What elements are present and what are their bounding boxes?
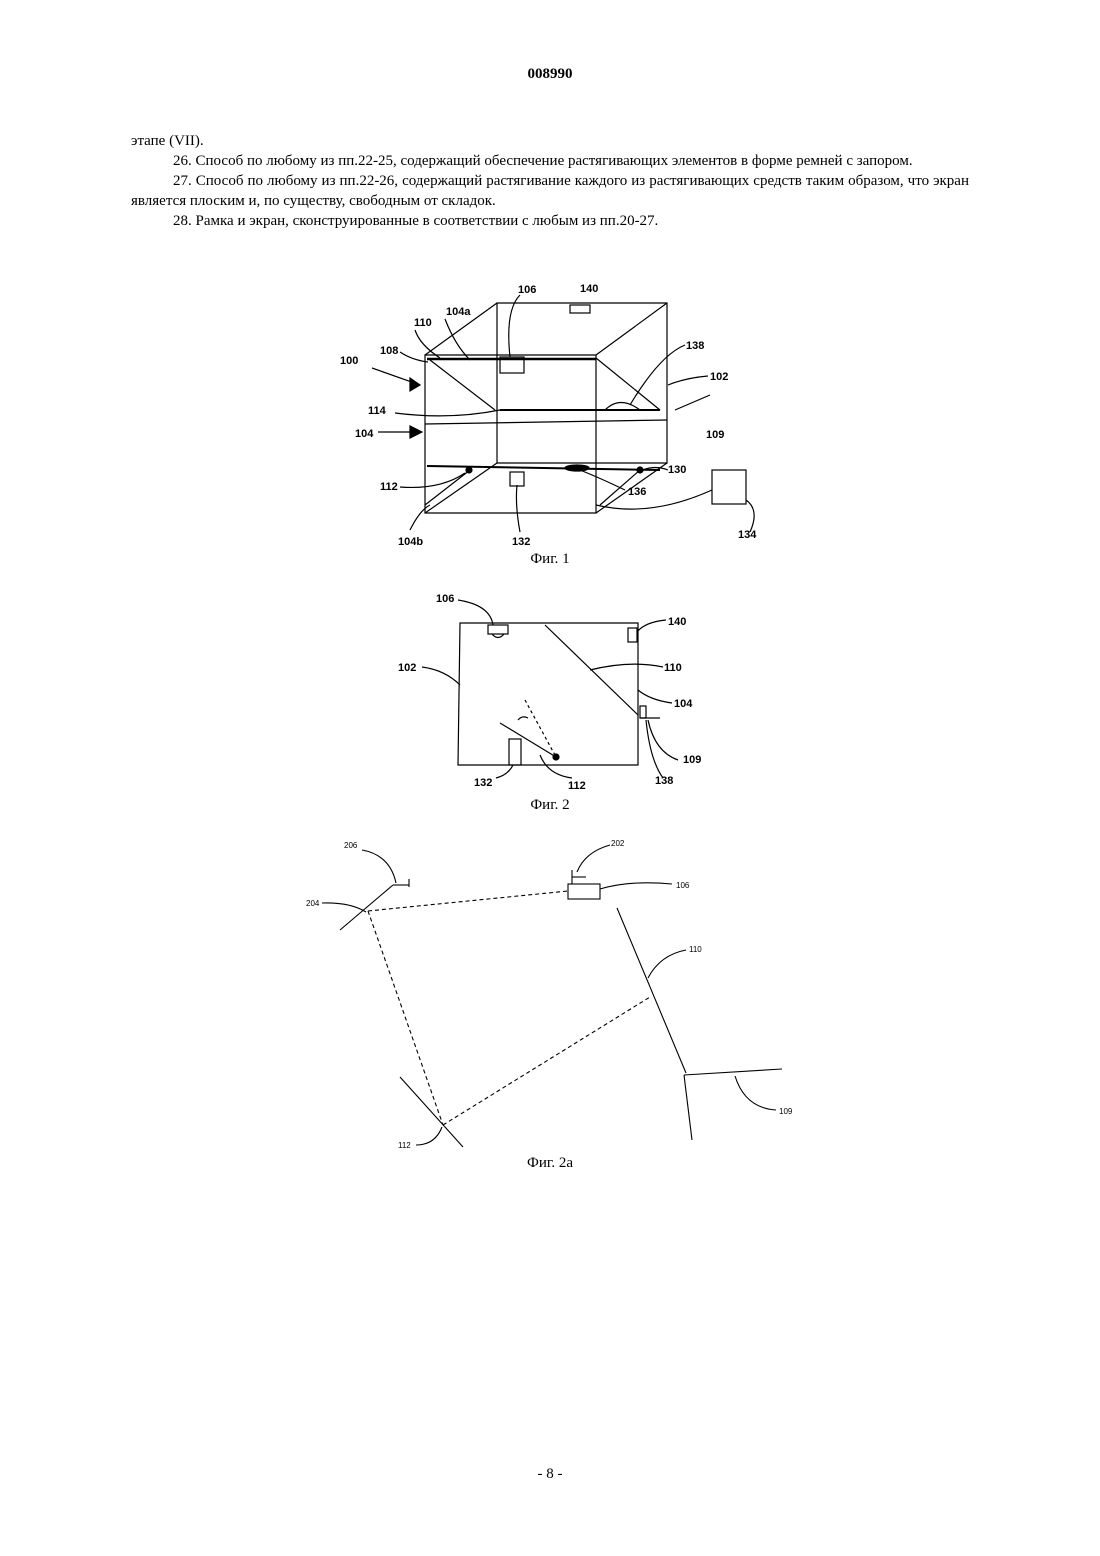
fig2a-mirror-112 bbox=[400, 1077, 463, 1147]
page-number: - 8 - bbox=[0, 1466, 1100, 1483]
fig2a-beam bbox=[368, 911, 443, 1125]
fig2a-label-204: 204 bbox=[306, 899, 320, 908]
fig2a-leader bbox=[322, 903, 366, 912]
fig2a-mirror-110 bbox=[617, 908, 686, 1073]
fig2a-leader bbox=[735, 1076, 776, 1110]
fig2a-mirror-204 bbox=[340, 885, 393, 930]
fig2a-screen-109 bbox=[684, 1069, 782, 1075]
fig2a-beam bbox=[443, 997, 650, 1125]
fig2a-leader bbox=[416, 1127, 442, 1145]
figure-2a-caption: Фиг. 2a bbox=[0, 1155, 1100, 1172]
fig2a-beam bbox=[368, 891, 568, 911]
fig2a-leader bbox=[648, 950, 686, 978]
fig2a-projector-106 bbox=[568, 884, 600, 899]
fig2a-label-109: 109 bbox=[779, 1107, 793, 1116]
fig2a-label-206: 206 bbox=[344, 841, 358, 850]
fig2a-screen-edge bbox=[684, 1075, 692, 1140]
fig2a-label-112: 112 bbox=[398, 1141, 411, 1150]
figure-2a-drawing: 206 204 202 106 110 109 112 bbox=[0, 0, 1100, 1160]
fig2a-label-106: 106 bbox=[676, 881, 690, 890]
fig2a-leader bbox=[362, 850, 396, 883]
fig2a-label-110: 110 bbox=[689, 945, 702, 954]
fig2a-label-202: 202 bbox=[611, 839, 625, 848]
fig2a-leader bbox=[577, 845, 610, 872]
fig2a-leader bbox=[600, 883, 672, 889]
